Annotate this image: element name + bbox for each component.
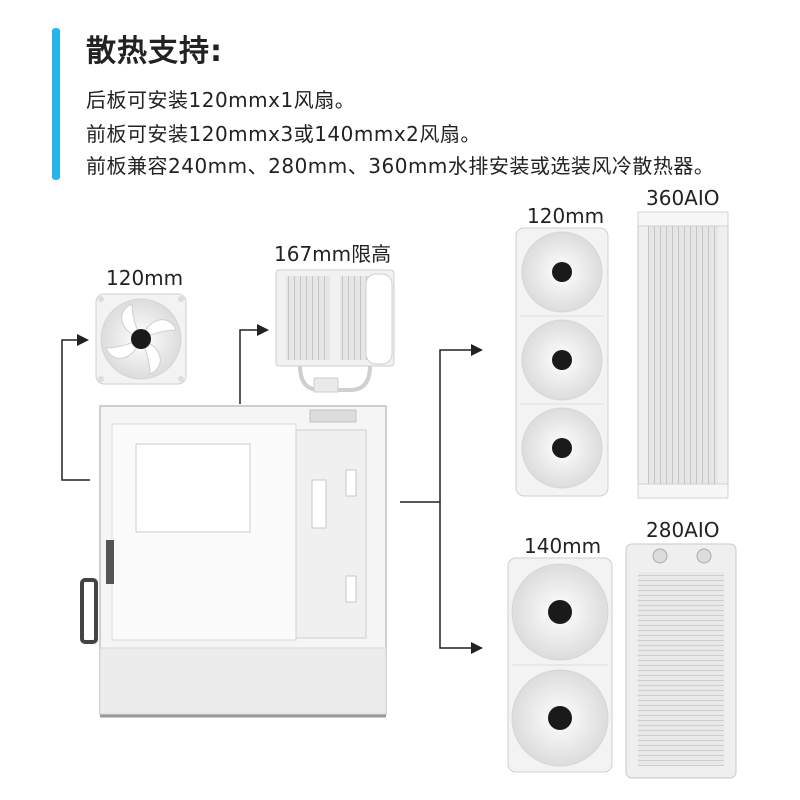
- label-front-fan-120: 120mm: [527, 204, 605, 228]
- arrow-cpu-cooler: [239, 324, 269, 404]
- front-fan-140-stack-icon: [507, 557, 613, 773]
- section-title: 散热支持:: [86, 34, 223, 69]
- front-fan-120-stack-icon: [515, 227, 609, 497]
- spec-line-front-radiator: 前板兼容240mm、280mm、360mm水排安装或选装风冷散热器。: [86, 154, 715, 178]
- aio-360-radiator-icon: [637, 211, 729, 499]
- arrow-rear-fan: [61, 334, 90, 481]
- label-front-fan-140: 140mm: [524, 534, 602, 558]
- aio-280-radiator-icon: [625, 543, 737, 779]
- accent-bar: [52, 28, 60, 180]
- label-aio-280: 280AIO: [646, 518, 720, 542]
- pc-case-icon: [80, 405, 387, 718]
- connector-arrows: [61, 324, 483, 654]
- arrow-front-fan-140: [439, 502, 483, 654]
- label-cpu-cooler: 167mm限高: [274, 242, 392, 266]
- rear-fan-120-icon: [95, 293, 187, 385]
- spec-line-front-fans: 前板可安装120mmx3或140mmx2风扇。: [86, 122, 481, 146]
- cpu-cooler-icon: [275, 269, 395, 393]
- spec-line-rear: 后板可安装120mmx1风扇。: [86, 88, 356, 112]
- arrow-front-fan-120: [400, 344, 483, 503]
- label-rear-fan: 120mm: [106, 266, 184, 290]
- label-aio-360: 360AIO: [646, 186, 720, 210]
